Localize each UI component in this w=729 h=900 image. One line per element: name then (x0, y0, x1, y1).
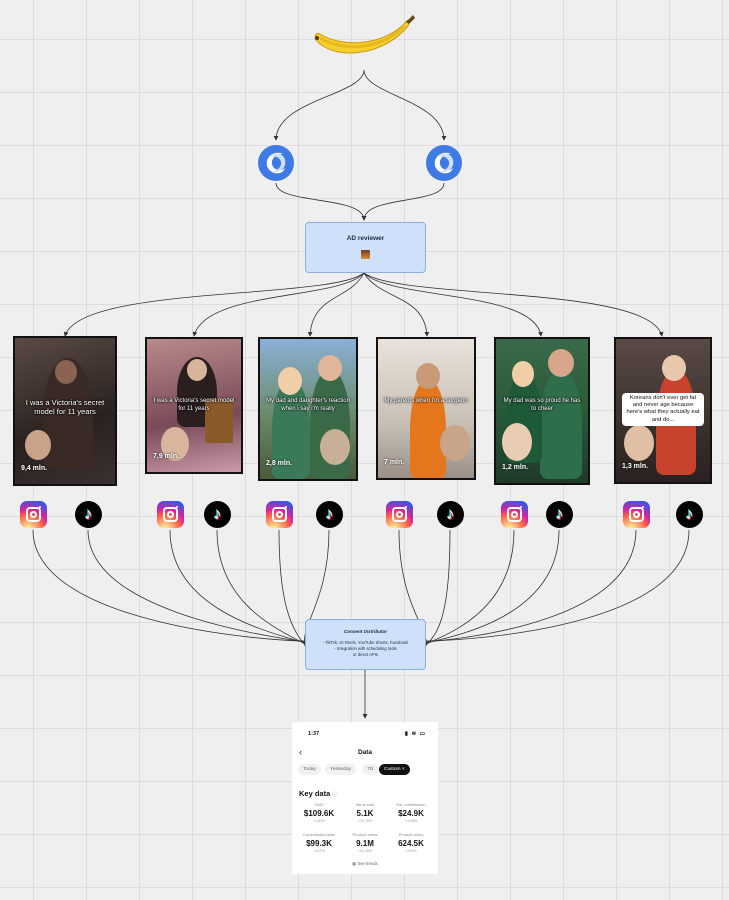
back-button[interactable]: ‹ (299, 747, 302, 757)
tiktok-icon[interactable]: ♪ (316, 501, 343, 528)
instagram-icon[interactable] (266, 501, 293, 528)
view-count: 1,2 mln. (502, 464, 529, 471)
tiktok-icon[interactable]: ♪ (75, 501, 102, 528)
video-caption: I was a Victoria's secret model for 11 y… (153, 398, 235, 412)
metric-commission-base[interactable]: Commission base$99.3K-9.07% (303, 832, 335, 853)
view-count: 9,4 mln. (21, 465, 48, 472)
video-card[interactable]: My dad was so proud he has to cheer 1,2 … (494, 337, 590, 485)
girl-face (278, 367, 302, 395)
dad-face (548, 349, 574, 377)
tab-custom[interactable]: Custom ˅ (379, 764, 410, 775)
video-caption: Koreans don't ever get fat and never age… (621, 393, 705, 426)
instagram-icon[interactable] (623, 501, 650, 528)
directors-chair (205, 399, 233, 443)
grad-face (512, 361, 534, 387)
model-face (55, 360, 77, 384)
distributor-integration: - Integration with scheduling tools (334, 646, 397, 651)
man-face (318, 355, 342, 381)
reactor-face (440, 425, 470, 461)
instagram-icon[interactable] (501, 501, 528, 528)
trend-chart-icon: ▦ (352, 861, 357, 866)
status-time: 1:37 (308, 731, 320, 737)
video-card[interactable]: My parents when i'm a surgeon 7 mln. (376, 337, 476, 480)
tab-yesterday[interactable]: Yesterday (325, 764, 357, 775)
tiktok-icon[interactable]: ♪ (204, 501, 231, 528)
instagram-icon[interactable] (20, 501, 47, 528)
tab-today[interactable]: Today (298, 764, 321, 775)
see-trends-link[interactable]: ▦ See trends (352, 861, 378, 866)
metric-gmv[interactable]: GMV$109.6K-1.60% (303, 802, 335, 823)
video-caption: My dad was so proud he has to cheer (503, 398, 581, 412)
video-card[interactable]: I was a Victoria's secret model for 11 y… (145, 337, 243, 474)
view-count: 1,3 mln. (622, 463, 649, 470)
metric-est-commission[interactable]: Est. commission$24.9K+4.08% (396, 802, 426, 823)
surgeon-figure (410, 379, 446, 478)
status-icons: ▮ ≋ ▭ (404, 731, 426, 737)
image-emoji-icon (361, 250, 370, 259)
view-count: 7 mln. (384, 459, 405, 466)
dad-figure (540, 369, 582, 479)
video-caption: I was a Victoria's secret model for 11 y… (25, 398, 105, 416)
ad-reviewer-title: AD reviewer (346, 235, 385, 242)
tiktok-icon[interactable]: ♪ (437, 501, 464, 528)
view-count: 7,9 mln. (153, 453, 180, 460)
video-caption: My parents when i'm a surgeon (384, 398, 468, 404)
tab-7d[interactable]: 7D (362, 764, 379, 775)
video-card[interactable]: My dad and daughter's reaction when i sa… (258, 337, 358, 481)
tiktok-icon[interactable]: ♪ (676, 501, 703, 528)
analytics-phone-screen: 1:37 ▮ ≋ ▭ ‹ Data Today Yesterday 7D Cus… (292, 722, 438, 874)
reactor-face (624, 425, 654, 461)
model-face (187, 359, 207, 381)
video-card[interactable]: Koreans don't ever get fat and never age… (614, 337, 712, 484)
reactor-face (502, 423, 532, 461)
banana-icon (314, 15, 415, 54)
instagram-icon[interactable] (157, 501, 184, 528)
surgeon-face (416, 363, 440, 389)
reactor-face (320, 429, 350, 465)
distributor-title: Consent Distributor (343, 629, 388, 634)
tiktok-icon[interactable]: ♪ (546, 501, 573, 528)
consent-distributor-node[interactable]: Consent Distributor - TikTok, IG Reels, … (305, 619, 426, 670)
girl-figure (272, 379, 310, 479)
ai-swirl-icon (258, 145, 294, 181)
woman-face (662, 355, 686, 381)
video-card[interactable]: I was a Victoria's secret model for 11 y… (13, 336, 117, 486)
distributor-apis: or direct APIs (353, 652, 378, 657)
reactor-face (161, 427, 189, 461)
key-data-heading: Key data ⓘ (299, 789, 338, 798)
ai-swirl-icon (426, 145, 462, 181)
video-caption: My dad and daughter's reaction when i sa… (266, 398, 350, 412)
instagram-icon[interactable] (386, 501, 413, 528)
view-count: 2,8 mln. (266, 460, 293, 467)
distributor-platforms: - TikTok, IG Reels, YouTube Shorts, Face… (322, 640, 409, 645)
ad-reviewer-node[interactable]: AD reviewer (305, 222, 426, 273)
screen-title: Data (357, 749, 373, 756)
reactor-face (25, 430, 51, 460)
